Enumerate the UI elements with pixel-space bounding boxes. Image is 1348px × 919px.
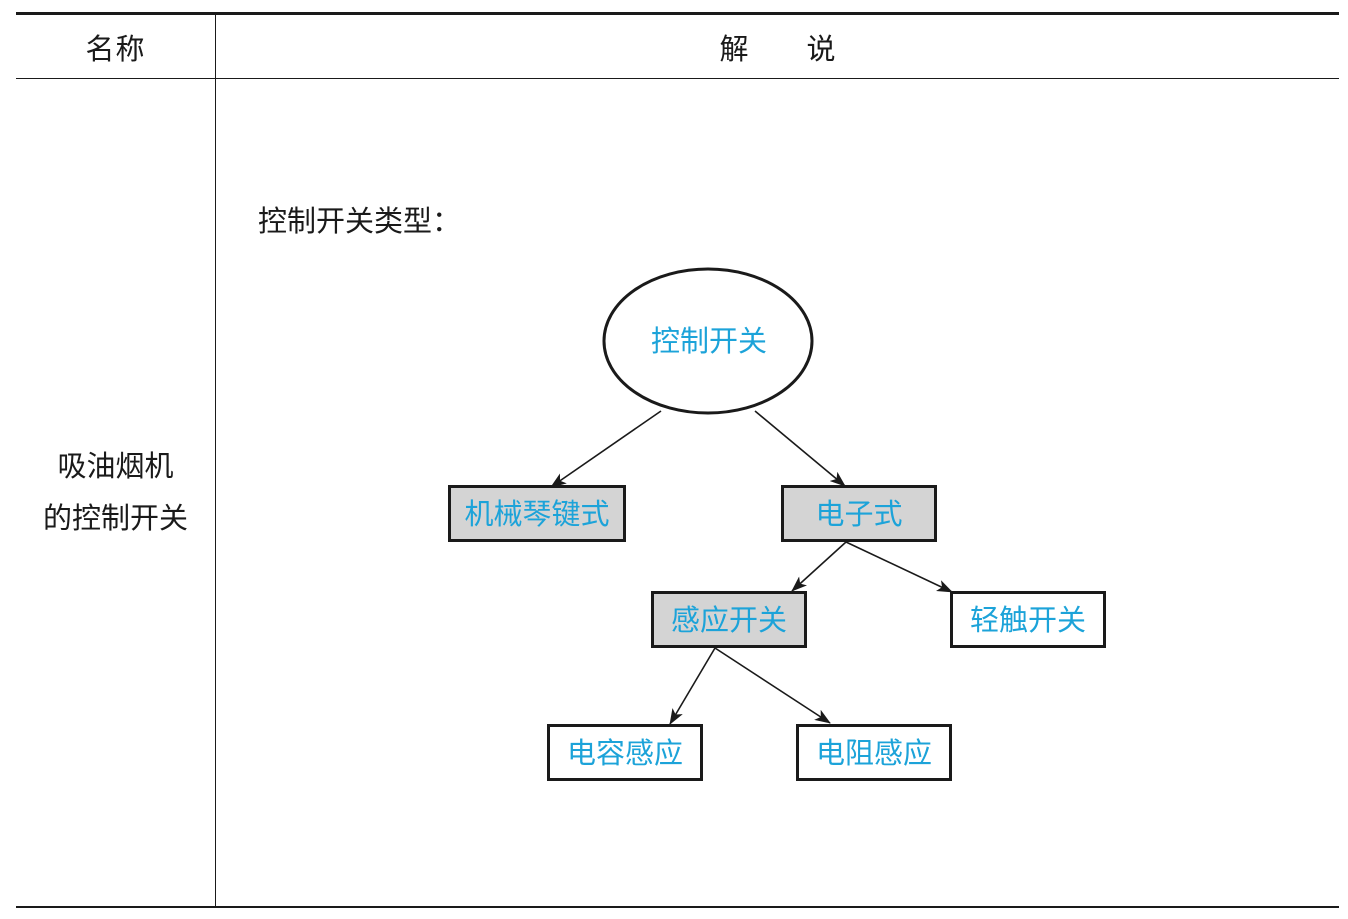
header-desc-char-1: 解	[719, 31, 749, 66]
section-title: 控制开关类型：	[258, 204, 462, 238]
row-name-cell: 吸油烟机 的控制开关	[16, 440, 215, 544]
node-resistive-label: 电阻感应	[816, 736, 932, 770]
node-touch: 轻触开关	[950, 591, 1106, 648]
header-description-cell: 解说	[216, 15, 1339, 78]
row-name-line-2: 的控制开关	[42, 501, 188, 535]
node-mechanical-label: 机械琴键式	[464, 497, 609, 531]
header-desc-char-2: 说	[806, 31, 836, 66]
node-electronic: 电子式	[781, 485, 937, 542]
edge-root-mechanical	[550, 410, 662, 488]
node-resistive: 电阻感应	[796, 724, 952, 781]
table-header-rule	[16, 78, 1339, 79]
node-touch-label: 轻触开关	[970, 603, 1086, 637]
edge-electronic-sensor	[791, 541, 847, 592]
node-root-label: 控制开关	[651, 324, 767, 358]
node-sensor-label: 感应开关	[671, 603, 787, 637]
edge-sensor-capacitive	[669, 647, 716, 725]
table-column-divider	[215, 15, 216, 906]
node-capacitive-label: 电容感应	[567, 736, 683, 770]
row-name-line-1: 吸油烟机	[57, 449, 174, 483]
node-root: 控制开关	[602, 267, 814, 415]
table-top-rule	[16, 12, 1339, 15]
edge-root-electronic	[754, 410, 846, 487]
node-mechanical: 机械琴键式	[448, 485, 626, 542]
edge-electronic-touch	[845, 541, 953, 593]
table-bottom-rule	[16, 906, 1339, 908]
node-sensor: 感应开关	[651, 591, 807, 648]
node-capacitive: 电容感应	[547, 724, 703, 781]
node-electronic-label: 电子式	[815, 497, 902, 531]
edge-sensor-resistive	[714, 647, 831, 724]
header-name-label: 名称	[85, 31, 146, 66]
header-name-cell: 名称	[16, 15, 215, 78]
